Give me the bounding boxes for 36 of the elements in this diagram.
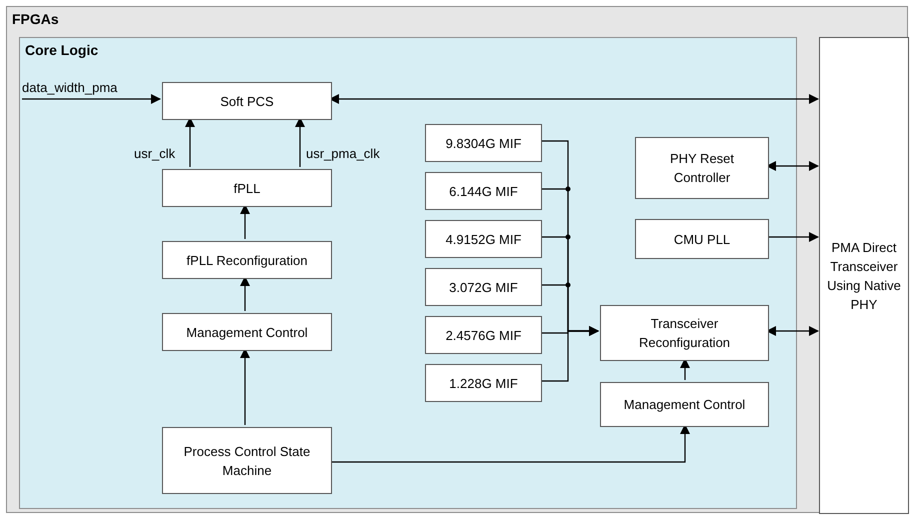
process-box: PMA Direct Transceiver Using Native PHY xyxy=(819,37,909,514)
edge-label: usr_pma_clk xyxy=(306,145,380,163)
arrow xyxy=(240,276,250,311)
process-box: 3.072G MIF xyxy=(425,268,542,306)
process-box: fPLL Reconfiguration xyxy=(162,241,332,279)
container-panel xyxy=(6,6,908,513)
container-panel xyxy=(19,37,797,509)
edge-label: usr_clk xyxy=(134,145,176,163)
process-box: Management Control xyxy=(162,313,332,351)
arrow xyxy=(767,232,819,242)
panel-heading: FPGAs xyxy=(12,10,59,29)
process-box: fPLL xyxy=(162,169,332,207)
process-box: Process Control State Machine xyxy=(162,427,332,494)
process-box: CMU PLL xyxy=(635,219,769,259)
process-box: Transceiver Reconfiguration xyxy=(600,305,769,361)
process-box: PHY Reset Controller xyxy=(635,137,769,199)
arrow xyxy=(680,358,690,380)
arrow xyxy=(22,94,161,104)
arrow xyxy=(295,117,305,167)
panel-heading: Core Logic xyxy=(25,41,98,60)
process-box: 9.8304G MIF xyxy=(425,124,542,162)
arrow xyxy=(540,326,599,382)
process-box: 4.9152G MIF xyxy=(425,220,542,258)
arrow xyxy=(329,94,819,104)
process-box: 2.4576G MIF xyxy=(425,316,542,354)
arrow xyxy=(240,348,250,425)
arrow xyxy=(240,204,250,239)
arrow xyxy=(185,117,195,167)
arrow xyxy=(766,326,819,336)
arrow xyxy=(330,424,690,463)
edge-label: data_width_pma xyxy=(22,79,118,97)
process-box: Soft PCS xyxy=(162,82,332,120)
arrow xyxy=(766,161,819,171)
process-box: Management Control xyxy=(600,382,769,427)
process-box: 6.144G MIF xyxy=(425,172,542,210)
process-box: 1.228G MIF xyxy=(425,364,542,402)
